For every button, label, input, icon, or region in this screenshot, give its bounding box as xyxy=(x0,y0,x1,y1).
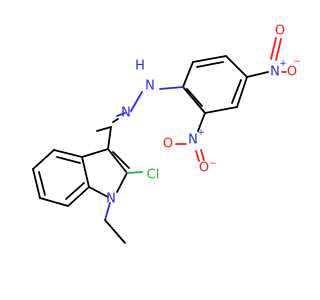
nitro-top-o-right-label: O xyxy=(287,65,297,80)
nitro-bot-n-label: N xyxy=(188,133,198,148)
nitro-bot-o-charge: − xyxy=(209,159,217,169)
bond xyxy=(182,61,194,88)
nitro-top-o-charge: − xyxy=(293,57,300,67)
nitro-top-o-up-label: O xyxy=(275,24,285,39)
bond xyxy=(104,202,111,221)
atom-nh-label: N xyxy=(145,79,155,94)
bond xyxy=(270,37,277,60)
bond xyxy=(107,148,128,174)
bond xyxy=(197,112,206,132)
bond xyxy=(32,149,55,170)
bond xyxy=(88,186,109,198)
nitro-top-n-label: N xyxy=(270,65,280,80)
bond xyxy=(116,112,126,117)
nitro-bot-o-left-label: O xyxy=(163,137,173,152)
bond xyxy=(53,149,83,158)
bond xyxy=(204,106,238,114)
bond xyxy=(32,168,41,199)
bond xyxy=(159,86,184,90)
bond xyxy=(112,151,130,169)
bond xyxy=(196,61,224,68)
bond xyxy=(116,172,128,193)
bond xyxy=(130,91,143,112)
bond xyxy=(96,126,112,132)
bond xyxy=(192,55,227,63)
bond xyxy=(231,79,242,104)
atom-labels: H N N N Cl N + O O − N + O O − xyxy=(106,24,300,207)
nitro-top-charge: + xyxy=(279,59,287,69)
molecule-structure: H N N N Cl N + O O − N + O O − xyxy=(32,24,300,244)
bond xyxy=(275,38,282,61)
nitro-bot-charge: + xyxy=(197,128,205,138)
bond xyxy=(81,156,90,188)
bond xyxy=(56,156,81,164)
bond xyxy=(38,171,46,196)
bond xyxy=(236,76,248,108)
bonds xyxy=(32,37,287,244)
atom-imine-n-label: N xyxy=(121,106,131,121)
bond xyxy=(81,148,109,158)
bond xyxy=(67,186,90,207)
bond xyxy=(200,149,205,161)
bond xyxy=(112,118,119,123)
bond xyxy=(107,126,112,150)
bond xyxy=(195,150,200,162)
bond xyxy=(126,171,143,174)
atom-ring-n-label: N xyxy=(106,192,116,207)
bond xyxy=(225,55,248,78)
bond xyxy=(182,86,206,114)
bond xyxy=(104,219,126,244)
bond xyxy=(39,197,69,207)
bond xyxy=(65,182,85,200)
atom-h-label: H xyxy=(135,59,145,74)
atom-cl-label: Cl xyxy=(147,168,160,183)
bond xyxy=(186,88,203,107)
nitro-bot-o-down-label: O xyxy=(199,161,209,176)
bond xyxy=(246,71,269,78)
